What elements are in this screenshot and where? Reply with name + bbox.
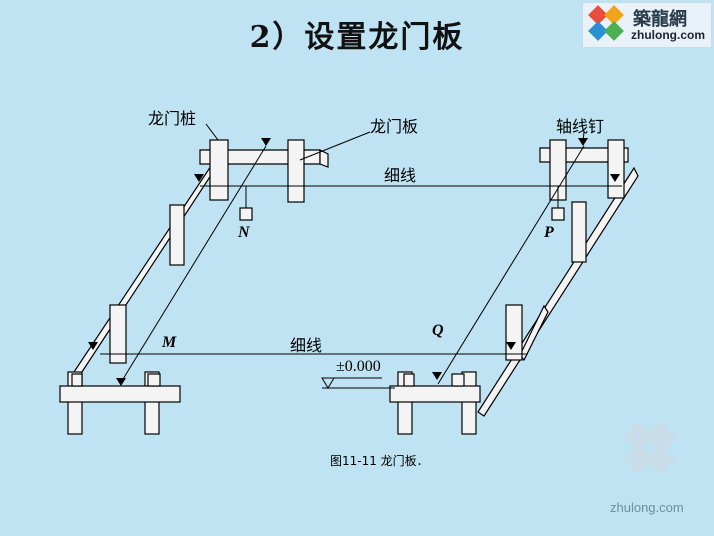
logo-brand-text: 築龍網 [633,9,687,30]
nail-icon [194,174,204,182]
logo-url-text: zhulong.com [631,28,705,42]
right-stake-low [505,304,523,361]
point-label-M: M [162,334,177,351]
top-right-stake-2 [607,139,625,199]
leader-line-stake [205,123,219,141]
nail-icon [506,342,516,350]
top-left-stake [209,139,229,201]
label-xixian-bottom: 细线 [290,336,323,355]
logo-icon [588,5,624,41]
nail-icon [88,342,98,350]
leader-line-board [299,131,371,161]
axis-line-left [119,145,267,385]
nail-icon [116,378,126,386]
bottom-right-board [389,385,481,403]
figure-caption: 图11-11 龙门板． [330,454,429,468]
left-stake-mid [169,204,185,266]
point-label-P: P [544,224,554,241]
nail-icon [610,174,620,182]
elevation-symbol [321,377,395,389]
right-stake-mid [571,201,587,263]
label-xixian-top: 细线 [384,166,417,185]
label-zhouxian-ding: 轴线钉 [556,117,605,136]
brand-logo: 築龍網 zhulong.com [582,2,712,48]
label-longmen-zhuang: 龙门桩 [148,109,197,128]
point-label-N: N [238,224,250,241]
top-left-stake-2 [287,139,305,203]
watermark-logo-icon [623,421,677,475]
nail-icon [261,138,271,146]
bottom-left-board [59,385,181,403]
nail-icon [432,372,442,380]
elevation-label: ±0.000 [336,358,381,375]
page-title: 2）设置龙门板 [249,20,465,55]
left-stake-low [109,304,127,364]
right-rail-lower [519,304,549,362]
point-label-Q: Q [432,322,444,339]
label-longmen-ban: 龙门板 [370,117,419,136]
nail-icon [578,138,588,146]
marker-P [551,207,565,221]
watermark-text: zhulong.com [610,500,684,515]
axis-line-right [437,145,585,385]
marker-N [239,207,253,221]
